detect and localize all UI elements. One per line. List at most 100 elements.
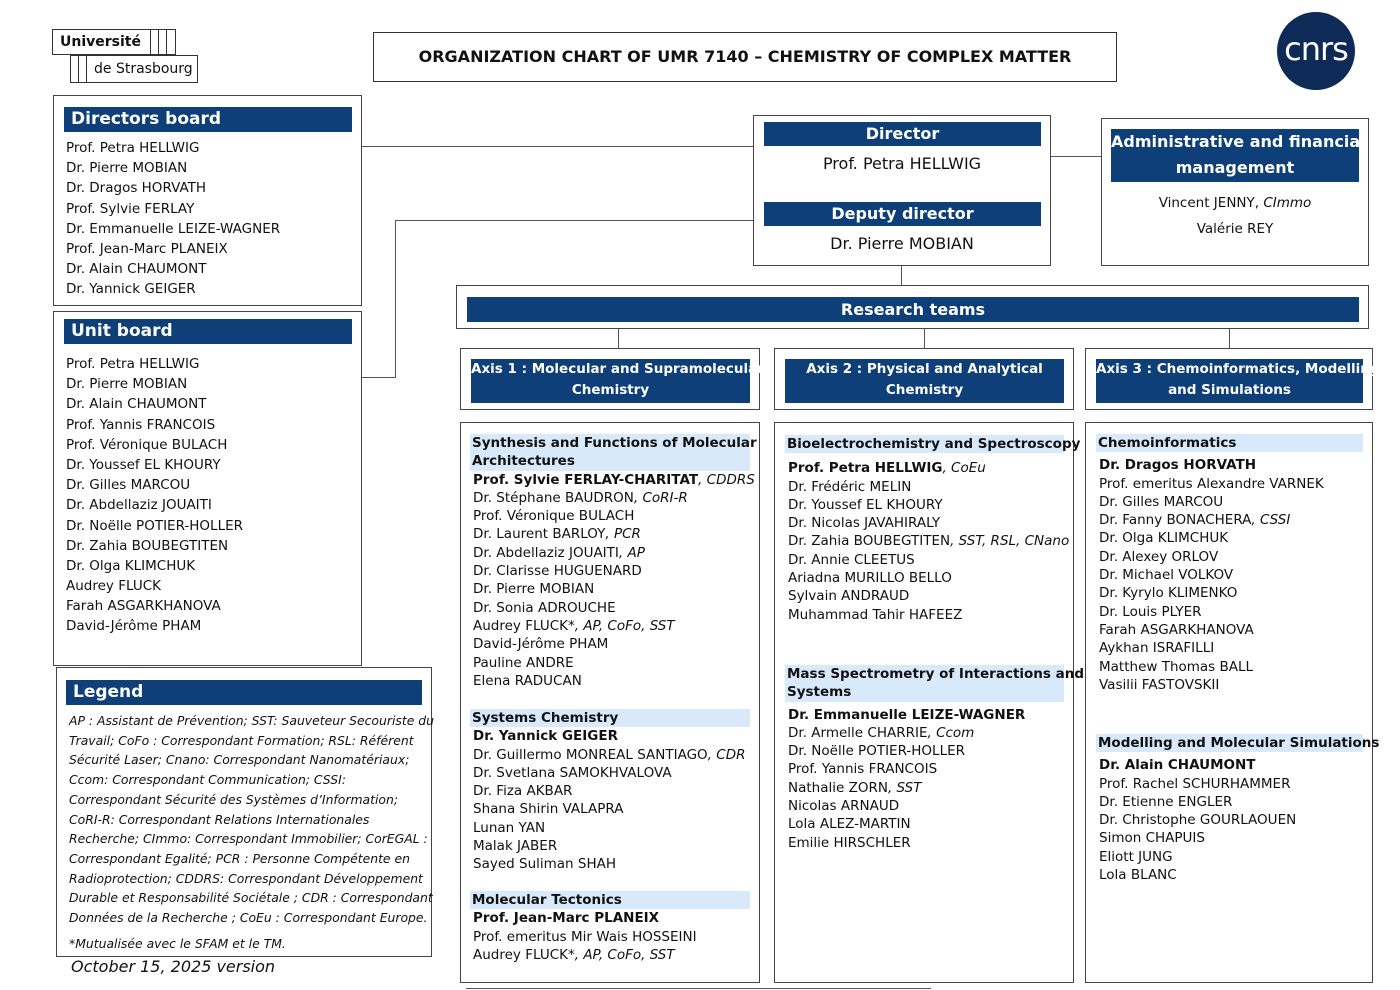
directors-board: Directors board Prof. Petra HELLWIG Dr. … — [53, 95, 362, 306]
axis2-title-line2: Chemistry — [885, 382, 964, 398]
list-item: Simon CHAPUIS — [1099, 830, 1205, 847]
team-title-line1: Mass Spectrometry of Interactions and — [787, 666, 1085, 682]
list-item: Dr. Nicolas JAVAHIRALY — [788, 515, 941, 532]
list-item: Prof. Jean-Marc PLANEIX — [473, 910, 660, 927]
list-item: Dr. Dragos HORVATH — [66, 180, 207, 197]
team-member-list: Prof. Petra HELLWIG, CoEu Dr. Frédéric M… — [785, 459, 1069, 624]
admin-member-role: CImmo — [1263, 195, 1312, 211]
list-item: Dr. Yannick GEIGER — [66, 281, 196, 298]
research-teams-title: Research teams — [467, 297, 1359, 322]
legend-body: AP : Assistant de Prévention; SST: Sauve… — [69, 711, 434, 953]
list-item: Audrey FLUCK*, AP, CoFo, SST — [473, 617, 675, 634]
team-title-line1: Chemoinformatics — [1098, 435, 1237, 451]
team-title: Modelling and Molecular Simulations — [1096, 734, 1380, 753]
list-item: Dr. Emmanuelle LEIZE-WAGNER — [788, 706, 1026, 723]
legend-line: Données de la Recherche ; CoEu : Corresp… — [69, 910, 428, 926]
team-title-line2: Architectures — [472, 453, 575, 470]
admin-member: Valérie REY — [1102, 218, 1368, 240]
list-item: Prof. Yannis FRANCOIS — [788, 761, 938, 778]
team-title-line1: Modelling and Molecular Simulations — [1098, 735, 1380, 751]
list-item: Dr. Svetlana SAMOKHVALOVA — [473, 764, 672, 781]
list-item: Dr. Abdellaziz JOUAITI, AP — [473, 544, 645, 561]
list-item: Dr. Laurent BARLOY, PCR — [473, 526, 641, 543]
list-item: Prof. Petra HELLWIG — [66, 140, 200, 156]
list-item: Malak JABER — [473, 838, 558, 855]
team-member-list: Prof. Jean-Marc PLANEIX Prof. emeritus M… — [470, 909, 750, 964]
list-item: Dr. Noëlle POTIER-HOLLER — [66, 517, 244, 534]
list-item: Dr. Pierre MOBIAN — [66, 376, 188, 393]
team-member-list: Dr. Emmanuelle LEIZE-WAGNER Dr. Armelle … — [785, 706, 1064, 852]
team-member-list: Dr. Alain CHAUMONT Prof. Rachel SCHURHAM… — [1096, 756, 1363, 884]
legend: Legend AP : Assistant de Prévention; SST… — [56, 667, 434, 957]
director-name: Prof. Petra HELLWIG — [822, 154, 982, 173]
list-item: Dr. Abdellaziz JOUAITI — [66, 497, 212, 514]
list-item: Audrey FLUCK — [66, 578, 161, 595]
list-item: Dr. Zahia BOUBEGTITEN — [66, 537, 229, 554]
list-item: Dr. Pierre MOBIAN — [66, 160, 188, 177]
legend-line: Sécurité Laser; Cnano: Correspondant Nan… — [69, 752, 410, 768]
admin-title-line1: Administrative and financial — [1111, 132, 1366, 151]
axis2-teams-box: Bioelectrochemistry and Spectroscopy Pro… — [774, 422, 1085, 983]
list-item: Sylvain ANDRAUD — [788, 588, 910, 605]
team-title: Molecular Tectonics — [470, 891, 750, 910]
team-title: Mass Spectrometry of Interactions and Sy… — [785, 665, 1085, 702]
list-item: Prof. Petra HELLWIG — [66, 356, 200, 372]
list-item: Dr. Annie CLEETUS — [788, 551, 915, 568]
axis2-header-box: Axis 2 : Physical and Analytical Chemist… — [774, 348, 1074, 410]
legend-line: Correspondant Sécurité des Systèmes d’In… — [69, 791, 399, 807]
legend-line: Correspondant Egalité; PCR : Personne Co… — [69, 850, 410, 866]
team-member-list: Dr. Yannick GEIGER Dr. Guillermo MONREAL… — [470, 727, 750, 873]
team-member-list: Dr. Dragos HORVATH Prof. emeritus Alexan… — [1096, 456, 1363, 694]
axis3-title-line2: and Simulations — [1168, 382, 1291, 398]
list-item: Eliott JUNG — [1099, 848, 1173, 865]
list-item: Dr. Gilles MARCOU — [66, 477, 191, 494]
list-item: Dr. Michael VOLKOV — [1099, 567, 1234, 584]
list-item: Dr. Frédéric MELIN — [788, 478, 912, 495]
admin-title-line2: management — [1175, 158, 1295, 177]
list-item: Muhammad Tahir HAFEEZ — [788, 606, 963, 623]
axis1-title: Axis 1 : Molecular and Supramolecular Ch… — [471, 359, 764, 403]
list-item: Ariadna MURILLO BELLO — [788, 570, 952, 587]
list-item: Aykhan ISRAFILLI — [1099, 640, 1215, 657]
list-item: Prof. Sylvie FERLAY-CHARITAT, CDDRS — [473, 471, 755, 488]
axis1-title-line2: Chemistry — [571, 382, 650, 398]
team-bioelectrochemistry: Bioelectrochemistry and Spectroscopy Pro… — [785, 435, 1080, 624]
list-item: Dr. Alain CHAUMONT — [66, 396, 207, 413]
team-title-line1: Synthesis and Functions of Molecular — [472, 435, 757, 451]
list-item: Dr. Noëlle POTIER-HOLLER — [788, 743, 966, 760]
legend-line: Recherche; CImmo: Correspondant Immobili… — [69, 831, 428, 847]
list-item: David-Jérôme PHAM — [473, 636, 609, 653]
admin-member-name: Valérie REY — [1196, 221, 1274, 237]
directors-board-title: Directors board — [64, 107, 352, 132]
list-item: Prof. emeritus Alexandre VARNEK — [1099, 475, 1324, 492]
team-title-line1: Molecular Tectonics — [472, 892, 622, 908]
list-item: Farah ASGARKHANOVA — [66, 598, 221, 615]
axis1-title-line1: Axis 1 : Molecular and Supramolecular — [471, 361, 764, 377]
list-item: Dr. Sonia ADROUCHE — [473, 599, 616, 616]
list-item: Dr. Alain CHAUMONT — [66, 261, 207, 278]
list-item: Dr. Yannick GEIGER — [473, 728, 618, 745]
list-item: Prof. emeritus Mir Wais HOSSEINI — [473, 928, 697, 945]
directors-board-list: Prof. Petra HELLWIG Dr. Pierre MOBIAN Dr… — [66, 138, 280, 300]
axis1-teams-box: Synthesis and Functions of Molecular Arc… — [460, 422, 760, 983]
list-item: Dr. Guillermo MONREAL SANTIAGO, CDR — [473, 746, 746, 763]
list-item: Vasilii FASTOVSKII — [1099, 676, 1220, 693]
list-item: Prof. Yannis FRANCOIS — [66, 416, 216, 433]
list-item: Farah ASGARKHANOVA — [1099, 621, 1254, 638]
team-title: Chemoinformatics — [1096, 434, 1363, 453]
list-item: Nathalie ZORN, SST — [788, 779, 922, 796]
axis3-title: Axis 3 : Chemoinformatics, Modelling and… — [1096, 359, 1380, 403]
list-item: Sayed Suliman SHAH — [473, 856, 617, 873]
admin-member: Vincent JENNY, CImmo — [1102, 192, 1368, 214]
deputy-name: Dr. Pierre MOBIAN — [830, 234, 974, 253]
list-item: Dr. Dragos HORVATH — [1099, 457, 1257, 474]
team-title-line1: Systems Chemistry — [472, 710, 619, 726]
list-item: Dr. Louis PLYER — [1099, 603, 1202, 620]
team-title: Systems Chemistry — [470, 709, 750, 728]
list-item: Dr. Youssef EL KHOURY — [788, 496, 943, 513]
list-item: Prof. Rachel SCHURHAMMER — [1099, 775, 1291, 792]
list-item: Dr. Emmanuelle LEIZE-WAGNER — [66, 220, 281, 237]
list-item: Dr. Kyrylo KLIMENKO — [1099, 585, 1238, 602]
list-item: Nicolas ARNAUD — [788, 798, 900, 815]
legend-footnote: *Mutualisée avec le SFAM et le TM. — [69, 935, 286, 951]
